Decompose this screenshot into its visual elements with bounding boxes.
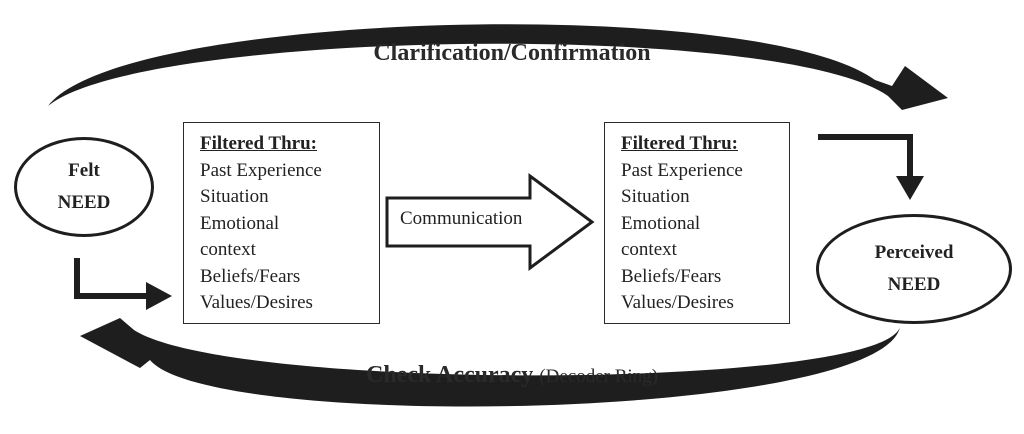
filter-heading: Filtered Thru: — [621, 133, 738, 154]
filter-item: Emotional — [200, 212, 280, 234]
check-accuracy-paren: (Decoder Ring) — [539, 366, 658, 387]
communication-label: Communication — [400, 208, 523, 229]
filter-item: context — [200, 239, 256, 260]
filter-item: Values/Desires — [621, 292, 734, 313]
elbow-arrow-left-head — [146, 282, 172, 310]
communication-arrow — [385, 173, 595, 271]
filter-box-right: Filtered Thru: Past Experience Situation… — [604, 122, 790, 324]
filter-item: context — [621, 239, 677, 260]
top-curved-arrow — [48, 24, 948, 110]
elbow-arrow-right-head — [896, 176, 924, 200]
perceived-need-line2: NEED — [887, 274, 941, 295]
perceived-need-ellipse: Perceived NEED — [816, 214, 1012, 324]
filter-item: Values/Desires — [200, 292, 313, 313]
check-accuracy-label: Check Accuracy (Decoder Ring) — [0, 362, 1024, 389]
felt-need-ellipse: Felt NEED — [14, 137, 154, 237]
filter-box-left: Filtered Thru: Past Experience Situation… — [183, 122, 380, 324]
clarification-confirmation-label: Clarification/Confirmation — [373, 40, 651, 66]
filter-item: Past Experience — [621, 159, 743, 181]
filter-heading: Filtered Thru: — [200, 133, 317, 154]
perceived-need-line1: Perceived — [874, 242, 954, 263]
check-accuracy-main: Check Accuracy — [365, 362, 534, 388]
felt-need-line2: NEED — [57, 192, 111, 213]
filter-item: Situation — [200, 186, 269, 207]
filter-item: Past Experience — [200, 159, 322, 181]
elbow-arrow-left — [74, 258, 148, 299]
filter-item: Emotional — [621, 212, 701, 234]
elbow-arrow-right — [818, 134, 913, 178]
bottom-curved-arrow — [80, 318, 900, 407]
filter-item: Situation — [621, 186, 690, 207]
filter-item: Beliefs/Fears — [200, 265, 301, 287]
felt-need-line1: Felt — [68, 160, 100, 181]
filter-item: Beliefs/Fears — [621, 265, 722, 287]
